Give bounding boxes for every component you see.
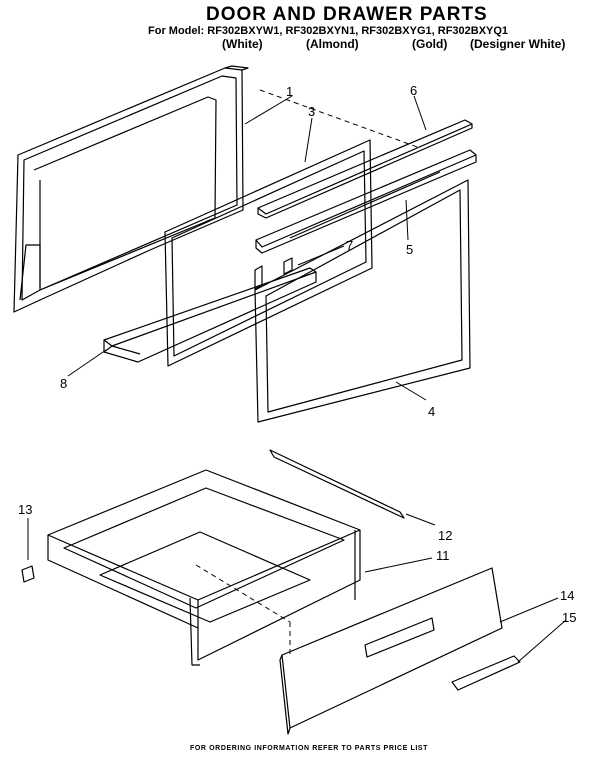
callout-3: 3	[308, 104, 315, 119]
leader-lines	[27, 95, 567, 663]
model-numbers: For Model: RF302BXYW1, RF302BXYN1, RF302…	[148, 25, 509, 37]
callout-12: 12	[438, 528, 452, 543]
door-liner	[164, 139, 373, 367]
page-title: DOOR AND DRAWER PARTS	[206, 4, 488, 25]
callout-8: 8	[60, 376, 67, 391]
drawer-rail	[269, 449, 405, 519]
callout-1: 1	[286, 84, 293, 99]
drawer-front	[279, 567, 503, 735]
ordering-note: FOR ORDERING INFORMATION REFER TO PARTS …	[190, 745, 429, 752]
finish-white: (White)	[222, 37, 263, 51]
door-outer-panel	[13, 65, 249, 313]
door-window-frame	[254, 179, 471, 423]
callout-7: 7	[346, 238, 353, 253]
drawer-handle	[451, 655, 521, 691]
door-vent-trim	[255, 149, 477, 254]
door-top-trim	[257, 119, 473, 219]
diagram-header: DOOR AND DRAWER PARTS For Model: RF302BX…	[0, 0, 608, 60]
callout-13: 13	[18, 502, 32, 517]
door-handle-rail	[103, 267, 317, 363]
callout-11: 11	[436, 548, 450, 563]
alignment-lines	[195, 89, 421, 655]
finish-gold: (Gold)	[412, 37, 448, 51]
drawer-glide	[21, 565, 35, 583]
callout-6: 6	[410, 83, 417, 98]
drawer-body	[47, 469, 361, 666]
finish-almond: (Almond)	[306, 37, 359, 51]
finish-designer-white: (Designer White)	[470, 37, 566, 51]
callout-14: 14	[560, 588, 574, 603]
callout-15: 15	[562, 610, 576, 625]
callout-5: 5	[406, 242, 413, 257]
callout-4: 4	[428, 404, 435, 419]
